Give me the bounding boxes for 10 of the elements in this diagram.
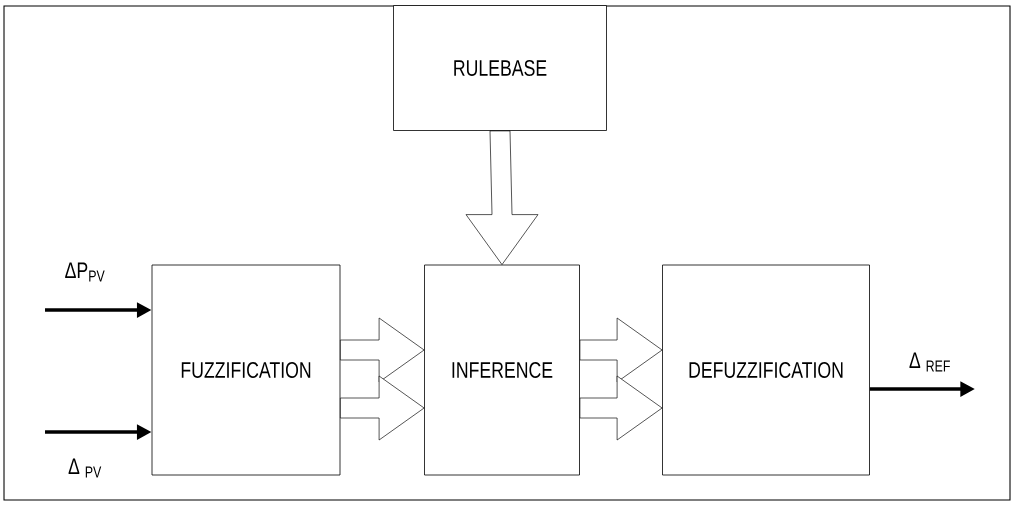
edge-label: Δ $_{PV}$ [68, 458, 102, 478]
process-box: INFERENCE [424, 264, 580, 476]
edge-label: ΔP$_{PV}$ [65, 262, 105, 282]
edge-label: Δ $_{REF}$ [909, 352, 950, 372]
arrow [465, 130, 539, 265]
process-box: DEFUZZIFICATION [662, 264, 870, 476]
arrow [340, 375, 425, 441]
arrow [579, 375, 663, 441]
process-box: RULEBASE [393, 5, 607, 131]
process-box: FUZZIFICATION [151, 264, 341, 476]
